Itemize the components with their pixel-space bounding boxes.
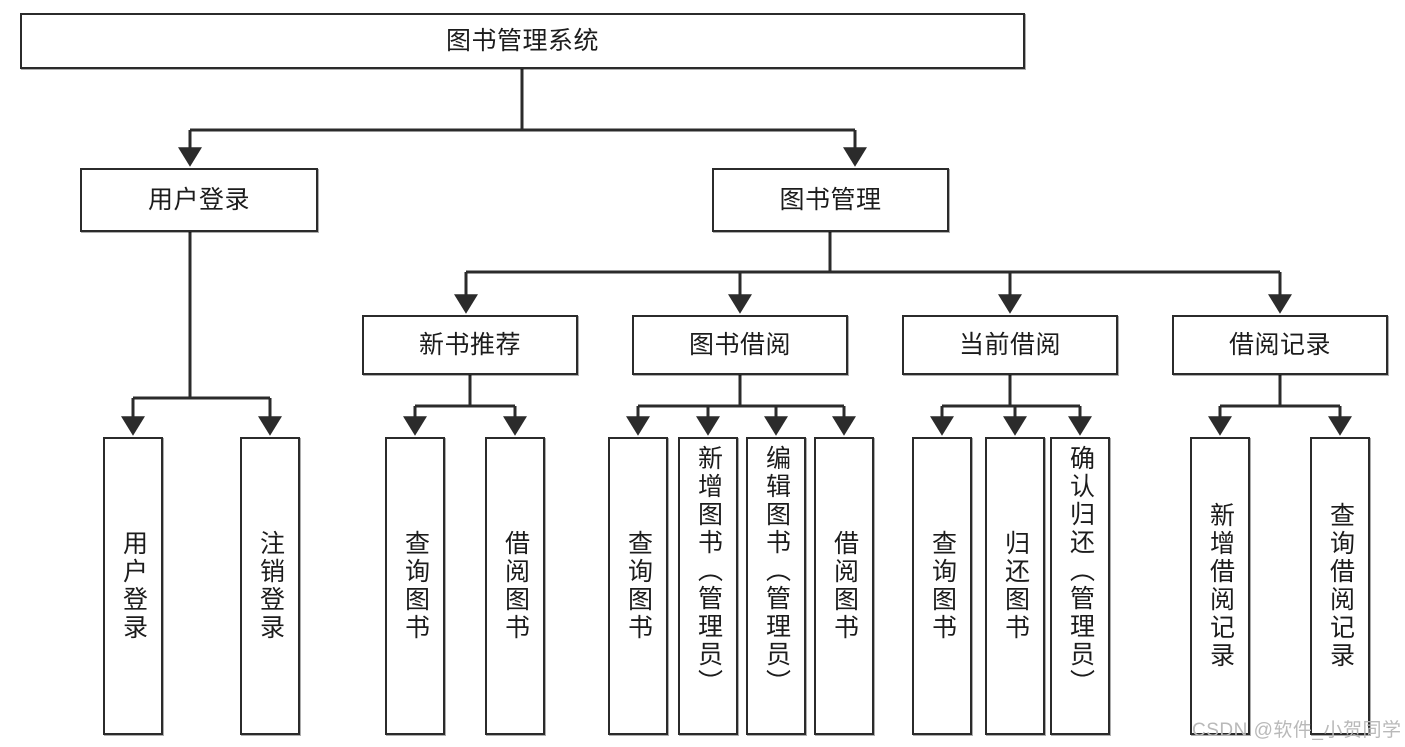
node-borrow-records-label: 借阅记录: [1228, 330, 1331, 359]
leaf-query-books-current-label: 查询图书: [928, 530, 957, 642]
leaf-borrow-book-label: 借阅图书: [830, 530, 859, 642]
node-user-login[interactable]: 用户登录: [80, 168, 318, 232]
node-borrow-records[interactable]: 借阅记录: [1172, 315, 1388, 375]
leaf-query-borrow-record[interactable]: 查询借阅记录: [1310, 437, 1370, 735]
leaf-return-book-label: 归还图书: [1001, 530, 1030, 642]
node-root-label: 图书管理系统: [445, 26, 599, 55]
leaf-confirm-return-admin[interactable]: 确认归还（管理员）: [1050, 437, 1110, 735]
node-current-borrow[interactable]: 当前借阅: [902, 315, 1118, 375]
leaf-query-books-current[interactable]: 查询图书: [912, 437, 972, 735]
node-book-management[interactable]: 图书管理: [712, 168, 949, 232]
leaf-confirm-return-admin-label: 确认归还（管理员）: [1066, 445, 1095, 697]
leaf-user-login-label: 用户登录: [119, 530, 148, 642]
node-new-book-recommend[interactable]: 新书推荐: [362, 315, 578, 375]
node-current-borrow-label: 当前借阅: [958, 330, 1061, 359]
leaf-logout-label: 注销登录: [256, 530, 285, 642]
node-book-borrow-label: 图书借阅: [688, 330, 791, 359]
leaf-query-books-recommend-label: 查询图书: [401, 530, 430, 642]
node-root[interactable]: 图书管理系统: [20, 13, 1025, 69]
node-book-management-label: 图书管理: [779, 185, 882, 214]
leaf-borrow-books-recommend[interactable]: 借阅图书: [485, 437, 545, 735]
leaf-add-book-admin-label: 新增图书（管理员）: [694, 445, 723, 697]
leaf-query-books-recommend[interactable]: 查询图书: [385, 437, 445, 735]
node-new-book-recommend-label: 新书推荐: [418, 330, 521, 359]
leaf-query-books-borrow-label: 查询图书: [624, 530, 653, 642]
leaf-query-books-borrow[interactable]: 查询图书: [608, 437, 668, 735]
leaf-edit-book-admin[interactable]: 编辑图书（管理员）: [746, 437, 806, 735]
leaf-borrow-books-recommend-label: 借阅图书: [501, 530, 530, 642]
csdn-watermark: CSDN @软件_小贺同学: [1192, 720, 1402, 741]
leaf-borrow-book[interactable]: 借阅图书: [814, 437, 874, 735]
leaf-add-borrow-record[interactable]: 新增借阅记录: [1190, 437, 1250, 735]
leaf-query-borrow-record-label: 查询借阅记录: [1326, 502, 1355, 670]
leaf-logout[interactable]: 注销登录: [240, 437, 300, 735]
leaf-edit-book-admin-label: 编辑图书（管理员）: [762, 445, 791, 697]
leaf-add-borrow-record-label: 新增借阅记录: [1206, 502, 1235, 670]
node-user-login-label: 用户登录: [147, 185, 250, 214]
leaf-user-login[interactable]: 用户登录: [103, 437, 163, 735]
leaf-return-book[interactable]: 归还图书: [985, 437, 1045, 735]
leaf-add-book-admin[interactable]: 新增图书（管理员）: [678, 437, 738, 735]
node-book-borrow[interactable]: 图书借阅: [632, 315, 848, 375]
